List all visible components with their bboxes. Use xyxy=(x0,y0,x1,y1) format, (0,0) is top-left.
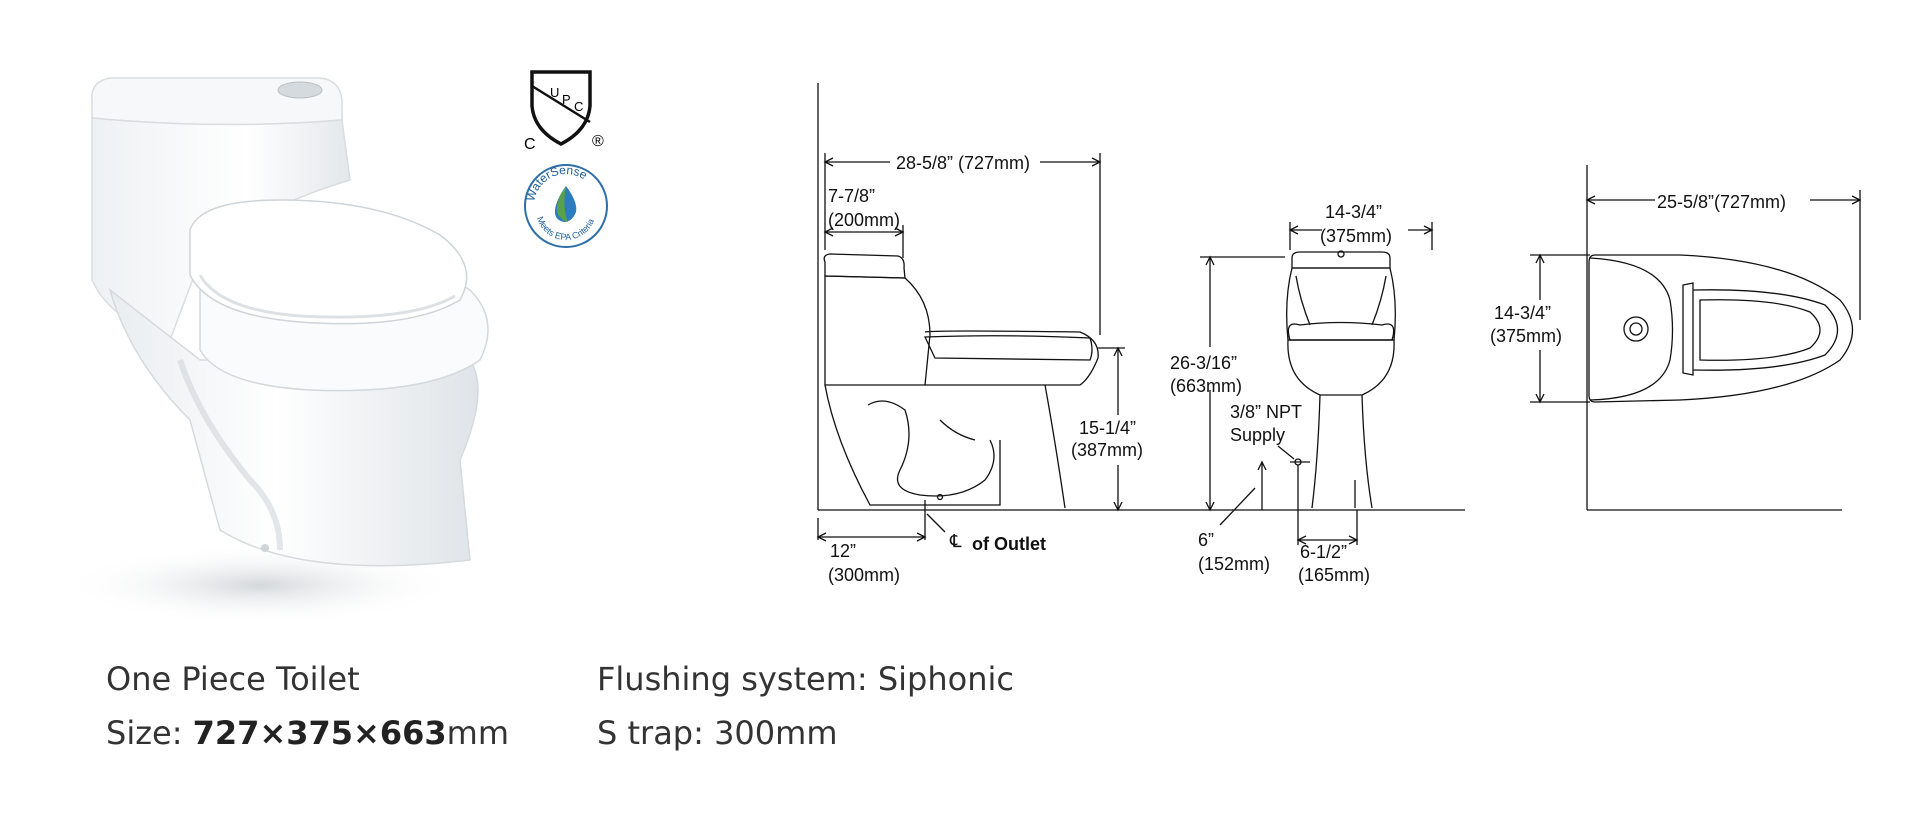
upc-diagonal xyxy=(531,84,591,124)
top-seat-opening xyxy=(1699,299,1821,361)
label-seat-height-in: 15-1/4” xyxy=(1079,418,1136,438)
arrow-right xyxy=(1091,157,1102,167)
arrow-left xyxy=(1288,225,1299,235)
upc-shield xyxy=(530,70,592,146)
label-top-width-in: 14-3/4” xyxy=(1494,303,1551,323)
supply-leader xyxy=(1277,445,1295,460)
side-pedestal-front xyxy=(1044,384,1066,509)
front-flush-button xyxy=(1337,250,1345,258)
side-tank xyxy=(824,275,931,386)
arrow-up xyxy=(1535,253,1545,264)
dim-supply-height-leader xyxy=(1219,487,1256,526)
arrow-down xyxy=(1113,501,1123,512)
arrow-down xyxy=(1535,393,1545,404)
upc-letter-u: U xyxy=(550,85,559,100)
size-label: Size: xyxy=(106,714,193,752)
trapway-contour xyxy=(177,359,283,551)
seat-lid xyxy=(189,199,468,325)
label-front-width-in: 14-3/4” xyxy=(1325,202,1382,222)
label-outlet: of Outlet xyxy=(972,534,1046,554)
label-supply-offset-mm: (165mm) xyxy=(1298,565,1370,585)
watersense-logo: WaterSense Meets EPA Criteria xyxy=(523,163,608,248)
top-outline xyxy=(1588,254,1853,403)
arrow-up xyxy=(1205,255,1215,266)
top-flush-button-inner xyxy=(1629,322,1643,336)
top-view xyxy=(1588,254,1853,403)
front-tank-contour xyxy=(1295,275,1387,326)
bolt-cap xyxy=(261,544,269,552)
label-overall-length: 28-5/8” (727mm) xyxy=(896,153,1030,173)
top-tank xyxy=(1589,257,1674,401)
arrow-down xyxy=(1205,501,1215,512)
side-seat xyxy=(923,335,1093,361)
arrow-left xyxy=(1296,535,1307,545)
label-front-width-mm: (375mm) xyxy=(1320,226,1392,246)
side-view xyxy=(823,253,1099,509)
arrow-left xyxy=(1585,195,1596,205)
side-trap-outline xyxy=(824,384,1001,506)
side-trapway xyxy=(867,400,995,497)
label-top-width-mm: (375mm) xyxy=(1490,326,1562,346)
arrow-right xyxy=(894,227,905,237)
label-supply-height-mm: (152mm) xyxy=(1198,554,1270,574)
arrow-up xyxy=(1113,346,1123,357)
label-tank-depth-mm: (200mm) xyxy=(828,210,900,230)
product-photo xyxy=(60,77,489,625)
flush-button xyxy=(277,81,323,99)
side-tank-lid xyxy=(823,253,906,279)
flushing-system: Flushing system: Siphonic xyxy=(597,660,1014,698)
label-supply-height-in: 6” xyxy=(1198,530,1214,550)
label-top-length: 25-5/8”(727mm) xyxy=(1657,192,1786,212)
label-seat-height-mm: (387mm) xyxy=(1071,440,1143,460)
label-tank-depth-in: 7-7/8” xyxy=(828,186,875,206)
upc-registered-mark: ® xyxy=(592,133,604,150)
leaf-icon xyxy=(556,186,568,222)
front-view xyxy=(1286,250,1396,509)
product-name: One Piece Toilet xyxy=(106,660,360,698)
side-outlet-mark xyxy=(936,493,944,501)
pedestal xyxy=(108,287,479,567)
arrow-up xyxy=(1257,460,1267,471)
upc-letter-p: P xyxy=(562,92,571,107)
arrow-right xyxy=(916,532,927,542)
label-supply-line2: Supply xyxy=(1230,425,1285,445)
label-rough-in-mm: (300mm) xyxy=(828,565,900,585)
arrow-left xyxy=(823,227,834,237)
outlet-leader xyxy=(926,513,946,533)
front-pedestal xyxy=(1311,394,1373,509)
arrow-right xyxy=(1348,535,1359,545)
front-seat-lid xyxy=(1287,321,1395,341)
label-outlet-symbol: ℄ xyxy=(949,531,962,551)
arrow-left xyxy=(816,532,827,542)
arrow-left xyxy=(823,157,834,167)
seat-edge xyxy=(198,274,456,319)
upc-c-mark: C xyxy=(524,136,536,153)
label-front-height-mm: (663mm) xyxy=(1170,376,1242,396)
product-size: Size: 727×375×663mm xyxy=(106,714,509,752)
label-rough-in-in: 12” xyxy=(830,541,856,561)
top-flush-button xyxy=(1623,316,1649,342)
top-hinge xyxy=(1682,282,1694,376)
size-value: 727×375×663 xyxy=(192,714,447,752)
upc-letter-c: C xyxy=(574,99,583,114)
trap-spec: S trap: 300mm xyxy=(597,714,838,752)
upc-logo: U P C C ® xyxy=(524,70,604,153)
label-supply-offset-in: 6-1/2” xyxy=(1300,542,1347,562)
top-seat xyxy=(1692,289,1839,371)
side-bowl xyxy=(924,330,1099,386)
front-tank-lid xyxy=(1291,251,1391,269)
label-supply-line1: 3/8” NPT xyxy=(1230,402,1302,422)
arrow-right xyxy=(1851,195,1862,205)
size-unit: mm xyxy=(446,714,509,752)
arrow-right xyxy=(1423,225,1434,235)
label-front-height-in: 26-3/16” xyxy=(1170,353,1237,373)
front-bowl xyxy=(1287,339,1395,396)
